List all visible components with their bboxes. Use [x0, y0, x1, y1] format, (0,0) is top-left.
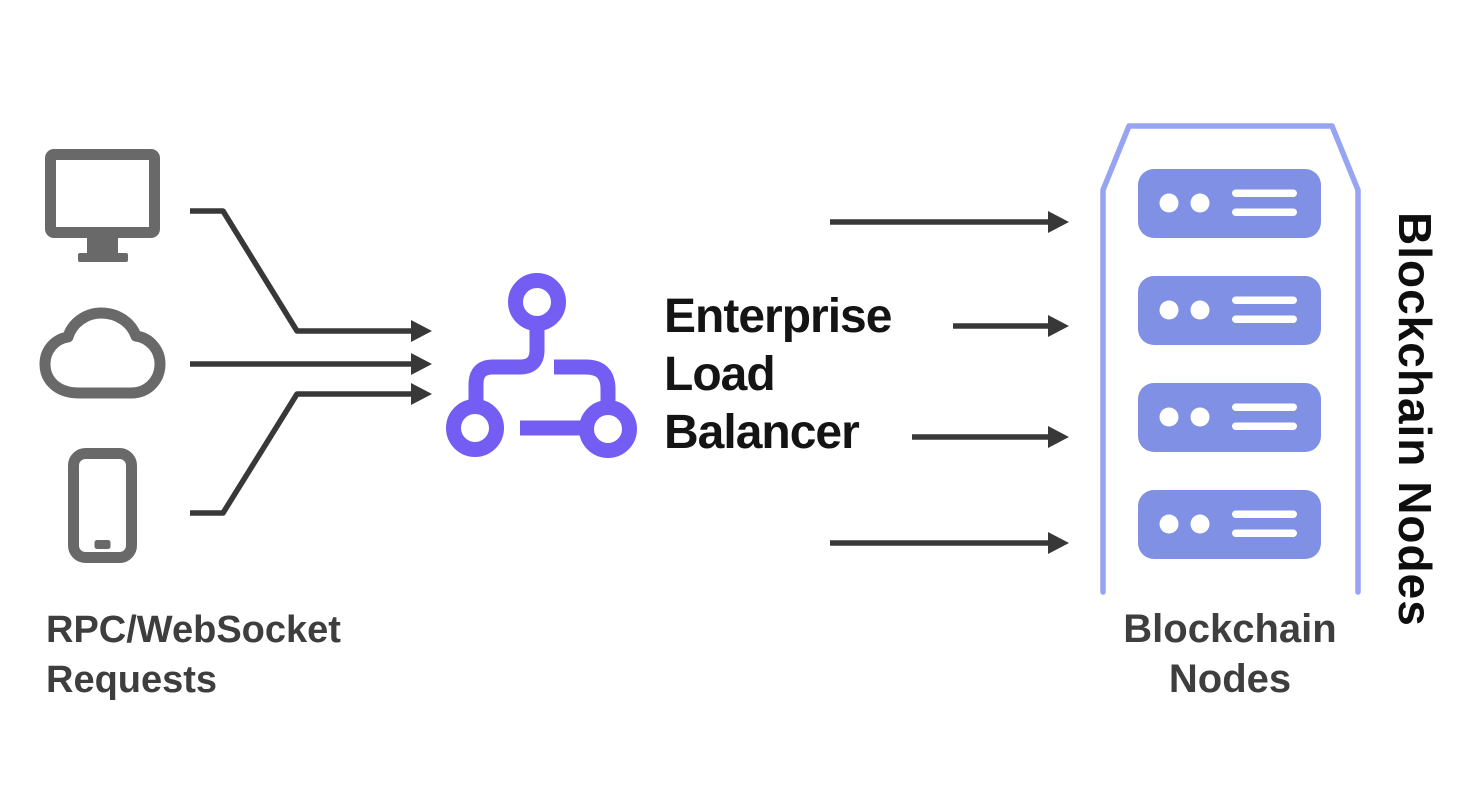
server-node [1138, 169, 1321, 238]
load-balancer-title: Enterprise Load Balancer [664, 288, 964, 462]
blockchain-nodes-side-label: Blockchain Nodes [1389, 212, 1441, 627]
server-node [1138, 383, 1321, 452]
distribution-arrow-2 [953, 315, 1069, 337]
desktop-monitor-icon [45, 149, 160, 262]
server-node [1138, 276, 1321, 345]
title-line: Load [664, 348, 776, 401]
requests-label-line: RPC/WebSocket [46, 609, 341, 651]
server-node-stack [1138, 169, 1321, 559]
smartphone-icon [68, 448, 137, 563]
caption-line: Nodes [1168, 657, 1292, 701]
distribution-arrow-4 [830, 532, 1069, 554]
distribution-arrow-1 [830, 211, 1069, 233]
blockchain-nodes-caption: Blockchain Nodes [1103, 604, 1357, 704]
request-arrow-middle [190, 353, 432, 375]
requests-label: RPC/WebSocket Requests [46, 605, 466, 705]
caption-line: Blockchain [1123, 607, 1337, 651]
request-arrow-top [190, 208, 432, 342]
request-arrow-bottom [190, 383, 432, 516]
server-node [1138, 490, 1321, 559]
cloud-icon [39, 307, 166, 399]
title-line: Enterprise [664, 290, 892, 343]
requests-label-line: Requests [46, 659, 218, 701]
load-balancer-icon [446, 273, 637, 458]
title-line: Balancer [664, 406, 860, 459]
node-stack-outline [1100, 123, 1361, 595]
distribution-arrow-3 [912, 426, 1069, 448]
